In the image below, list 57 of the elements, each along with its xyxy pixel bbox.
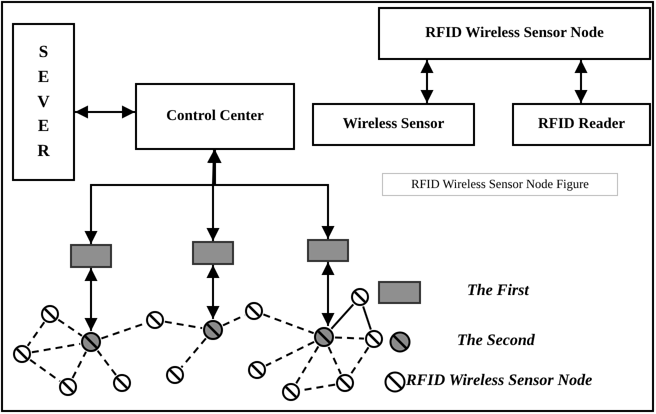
sensor-node xyxy=(13,345,31,363)
legend-label: The Second xyxy=(457,332,535,350)
sensor-node xyxy=(282,383,300,401)
node-label: Control Center xyxy=(166,108,264,125)
process-box xyxy=(378,7,651,60)
sensor-node xyxy=(245,302,263,320)
link-line xyxy=(266,340,315,366)
link-line xyxy=(32,342,80,354)
link-line xyxy=(72,351,87,379)
sensor-node xyxy=(59,378,77,396)
link-line xyxy=(222,314,246,326)
arrow xyxy=(420,60,434,103)
link-line xyxy=(96,350,117,376)
sensor-node xyxy=(365,330,383,348)
node-label: Wireless Sensor xyxy=(342,116,444,133)
link-line xyxy=(330,304,354,330)
link-line xyxy=(334,336,364,340)
sensor-node xyxy=(351,288,369,306)
process-box xyxy=(512,103,651,146)
sensor-node xyxy=(166,366,184,384)
link-line xyxy=(30,359,60,382)
arrow xyxy=(206,265,220,319)
sensor-node xyxy=(41,305,59,323)
arrow xyxy=(84,268,98,331)
link-line xyxy=(263,314,314,334)
arrow xyxy=(206,150,220,241)
link-line xyxy=(295,346,320,384)
arrow xyxy=(322,262,334,326)
server-box xyxy=(12,23,75,181)
process-box xyxy=(312,103,475,146)
node-label: RFID Wireless Sensor Node xyxy=(425,25,604,42)
arrow xyxy=(574,60,588,103)
sensor-node xyxy=(248,361,266,379)
arrow xyxy=(208,150,334,239)
legend-label: The First xyxy=(467,282,529,300)
first-level-box xyxy=(192,241,234,265)
legend-label: RFID Wireless Sensor Node xyxy=(406,372,592,390)
link-line xyxy=(180,338,207,368)
server-label: SEVER xyxy=(36,41,51,162)
link-line xyxy=(58,318,82,337)
arrow xyxy=(75,106,135,118)
sensor-node xyxy=(336,374,354,392)
process-box xyxy=(135,83,295,150)
first-level-box xyxy=(307,239,349,262)
second-level-node xyxy=(314,327,334,347)
link-line xyxy=(350,346,370,376)
sensor-node xyxy=(146,311,164,329)
second-level-node xyxy=(203,320,223,340)
sensor-node xyxy=(113,374,131,392)
first-level-box xyxy=(70,244,112,268)
node-label: RFID Reader xyxy=(538,116,626,133)
second-level-node xyxy=(81,332,101,352)
link-line xyxy=(164,320,202,330)
figure-caption: RFID Wireless Sensor Node Figure xyxy=(382,173,618,196)
link-line xyxy=(26,322,46,346)
link-line xyxy=(328,346,342,374)
link-line xyxy=(362,306,372,330)
